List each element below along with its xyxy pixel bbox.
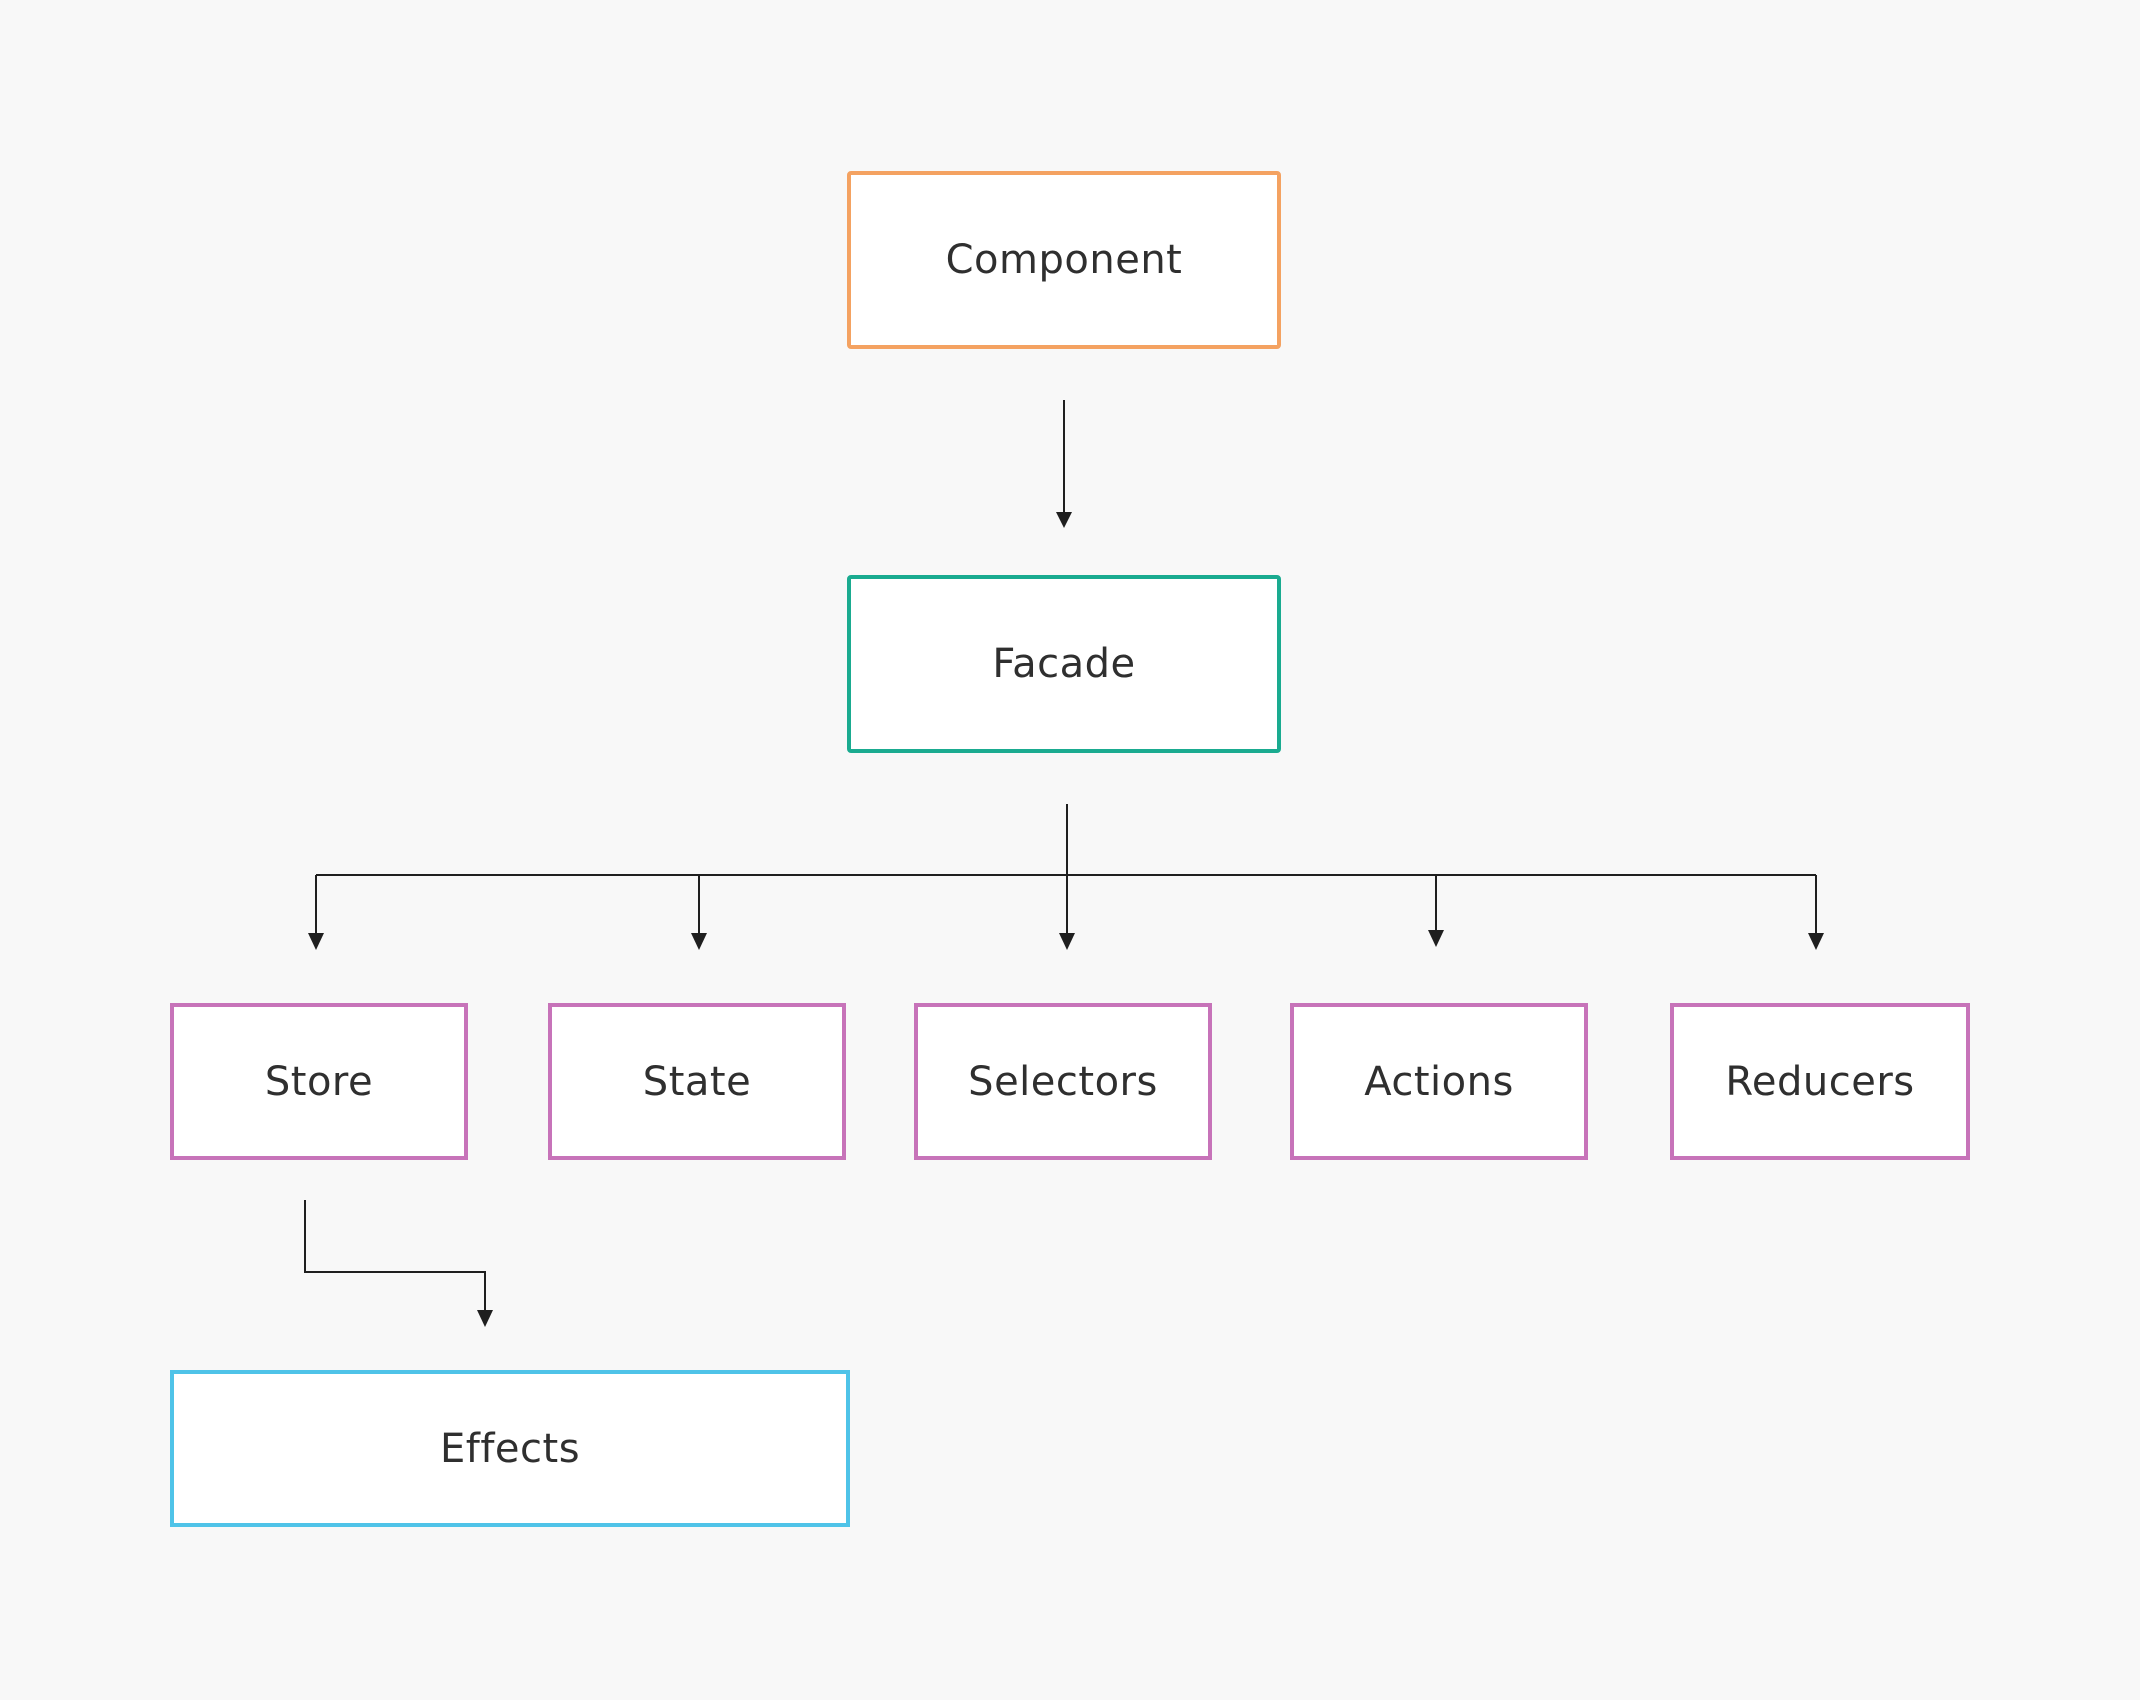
arrowhead-icon <box>1428 930 1444 947</box>
node-effects[interactable]: Effects <box>170 1370 850 1527</box>
edge-facade-state <box>691 875 707 950</box>
node-actions[interactable]: Actions <box>1290 1003 1588 1160</box>
node-state[interactable]: State <box>548 1003 846 1160</box>
node-label: Store <box>264 1058 374 1105</box>
edge-component-facade <box>1056 400 1072 528</box>
arrowhead-icon <box>308 933 324 950</box>
node-reducers[interactable]: Reducers <box>1670 1003 1970 1160</box>
edge-facade-actions <box>1428 875 1444 947</box>
arrowhead-icon <box>477 1310 493 1327</box>
arrowhead-icon <box>691 933 707 950</box>
node-label: State <box>642 1058 752 1105</box>
edge-facade-fanout <box>316 804 1816 876</box>
arrowhead-icon <box>1059 933 1075 950</box>
arrowhead-icon <box>1056 512 1072 528</box>
edge-facade-reducers <box>1808 875 1824 950</box>
node-store[interactable]: Store <box>170 1003 468 1160</box>
node-label: Effects <box>439 1425 581 1472</box>
node-facade[interactable]: Facade <box>847 575 1281 753</box>
node-label: Reducers <box>1725 1058 1915 1105</box>
node-label: Component <box>945 237 1183 283</box>
node-selectors[interactable]: Selectors <box>914 1003 1212 1160</box>
edge-facade-store <box>308 875 324 950</box>
edge-facade-selectors <box>1059 875 1075 950</box>
arrowhead-icon <box>1808 933 1824 950</box>
node-label: Facade <box>992 641 1136 687</box>
node-label: Actions <box>1364 1058 1514 1105</box>
edge-store-effects <box>304 1200 493 1327</box>
node-label: Selectors <box>968 1058 1158 1105</box>
node-component[interactable]: Component <box>847 171 1281 349</box>
